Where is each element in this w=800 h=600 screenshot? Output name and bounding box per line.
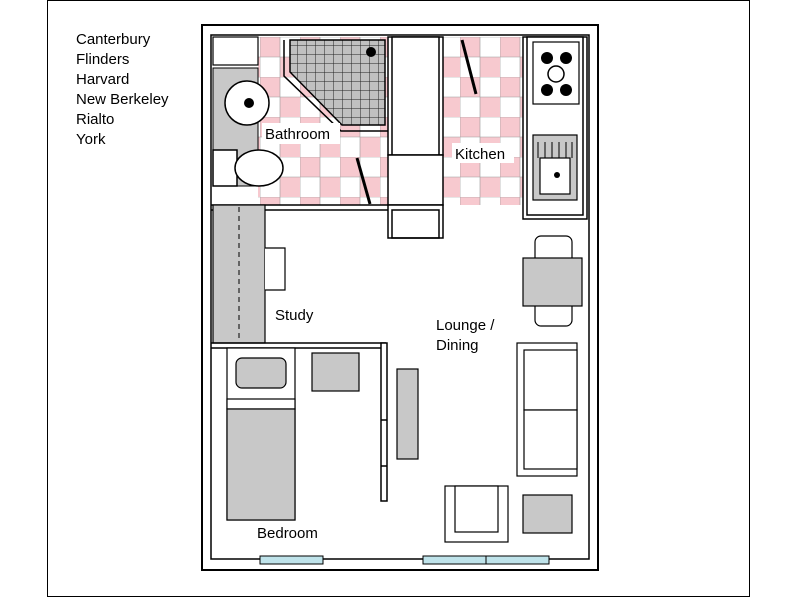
sofa — [516, 342, 578, 477]
windows — [259, 555, 550, 565]
suburb-item: Flinders — [76, 51, 130, 68]
kitchen-label: Kitchen — [455, 146, 505, 163]
bedroom-label: Bedroom — [257, 525, 318, 542]
stove — [532, 41, 580, 105]
kitchen-sink — [532, 134, 578, 201]
dining-label: Dining — [436, 337, 479, 354]
study-desk — [212, 204, 286, 344]
side-table — [522, 494, 573, 534]
armchair — [444, 485, 509, 543]
bed — [226, 347, 296, 521]
suburb-list: Canterbury Flinders Harvard New Berkeley… — [76, 30, 169, 150]
vanity — [212, 36, 259, 66]
basin — [224, 80, 270, 126]
shower — [283, 39, 388, 132]
kitchen-door — [460, 39, 478, 95]
lounge-label: Lounge / — [436, 317, 495, 334]
kitchen-tiles — [443, 37, 523, 205]
bathroom-label: Bathroom — [265, 126, 330, 143]
suburb-item: Harvard — [76, 71, 130, 88]
suburb-item: Rialto — [76, 111, 115, 128]
dining-table — [522, 235, 583, 327]
bathroom-door — [355, 157, 372, 205]
study-label: Study — [275, 307, 314, 324]
toilet — [212, 149, 284, 187]
suburb-item: Canterbury — [76, 31, 151, 48]
suburb-item: York — [76, 131, 106, 148]
bedside-table — [311, 352, 360, 392]
pantry — [387, 36, 444, 239]
suburb-item: New Berkeley — [76, 91, 169, 108]
tv-unit — [396, 368, 419, 460]
